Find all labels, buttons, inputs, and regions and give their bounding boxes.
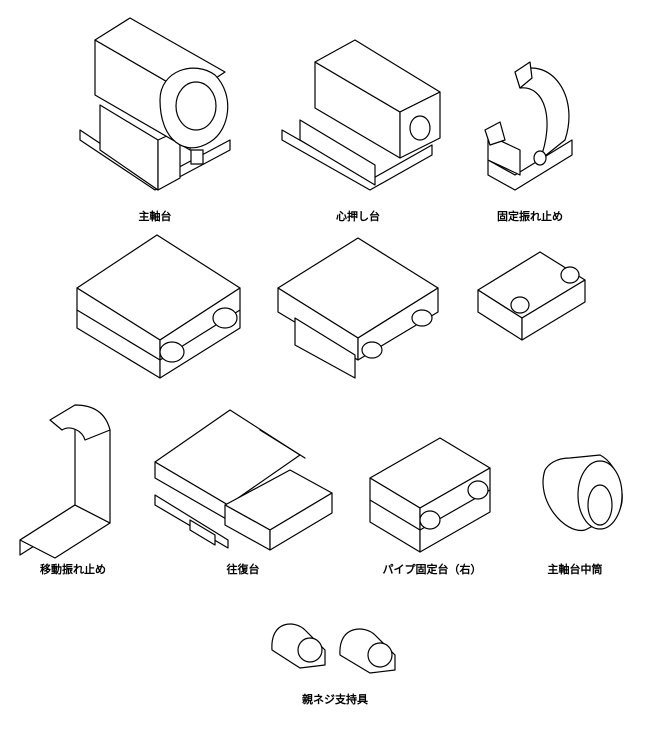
lead-screw-support-label: 親ネジ支持具	[302, 692, 368, 706]
main-spindle-sleeve-drawing	[542, 454, 623, 531]
fixed-steady-rest-label: 固定振れ止め	[497, 209, 563, 223]
reciprocating-base-drawing	[154, 409, 333, 551]
pipe-fixed-base-right-drawing	[369, 437, 491, 553]
pipe-fixed-base-right-label: パイプ固定台（右）	[383, 562, 482, 576]
row2-middle-block-drawing	[277, 237, 439, 379]
reciprocating-base-label: 往復台	[227, 562, 260, 576]
row2-right-block-drawing	[477, 251, 586, 341]
center-rest-base-label: 心押し台	[336, 209, 380, 223]
main-spindle-sleeve-label: 主軸台中筒	[548, 562, 603, 576]
row2-left-block-drawing	[76, 234, 241, 379]
moving-steady-rest-label: 移動振れ止め	[40, 562, 106, 576]
lead-screw-support-drawing	[271, 623, 396, 674]
moving-steady-rest-drawing	[19, 404, 111, 559]
center-rest-base-drawing	[281, 39, 441, 191]
fixed-steady-rest-drawing	[484, 61, 573, 191]
main-spindle-base-label: 主軸台	[139, 209, 172, 223]
main-spindle-base-drawing	[79, 17, 231, 191]
